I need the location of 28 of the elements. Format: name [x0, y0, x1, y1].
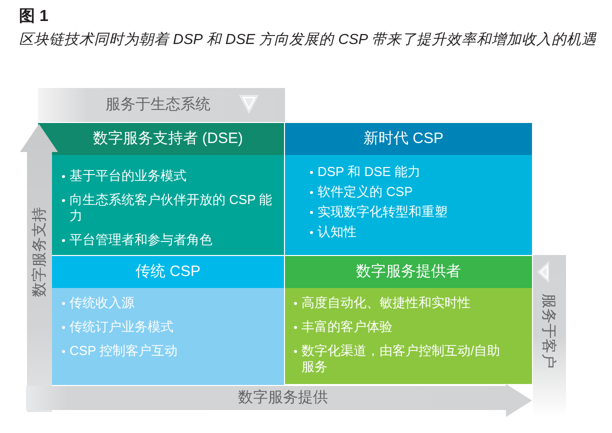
- band-label: 服务于客户: [539, 294, 557, 368]
- quadrant-panel: [285, 256, 532, 384]
- bullet-item: DSP 和 DSE 能力: [310, 164, 522, 180]
- figure-title: 图 1: [19, 7, 48, 27]
- bullet-item: 软件定义的 CSP: [310, 184, 522, 200]
- bullet-item: 平台管理者和参与者角色: [62, 232, 283, 248]
- quadrant-panel: [285, 123, 532, 255]
- panel-heading: 传统 CSP: [52, 256, 284, 288]
- bullet-item: 认知性: [310, 224, 522, 240]
- quadrant-panel: [52, 256, 284, 385]
- panel-heading: 数字服务提供者: [285, 256, 532, 288]
- bullet-item: 丰富的客户体验: [294, 319, 506, 335]
- banner-band: [38, 88, 285, 122]
- panel-heading: 数字服务支持者 (DSE): [38, 123, 284, 155]
- bullet-item: 高度自动化、敏捷性和实时性: [294, 295, 506, 311]
- bullet-item: 数字化渠道，由客户控制互动/自助服务: [294, 343, 506, 375]
- axis-label: 数字服务支持: [30, 207, 48, 297]
- bullet-item: 传统收入源: [62, 295, 274, 311]
- figure-caption: 区块链技术同时为朝着 DSP 和 DSE 方向发展的 CSP 带来了提升效率和增加收入的机遇: [19, 31, 597, 49]
- bullet-item: 基于平台的业务模式: [62, 168, 283, 184]
- bullet-item: CSP 控制客户互动: [62, 343, 274, 359]
- bullet-item: 实现数字化转型和重塑: [310, 204, 522, 220]
- panel-heading: 新时代 CSP: [285, 123, 532, 155]
- bullet-item: 向生态系统客户伙伴开放的 CSP 能力: [62, 192, 283, 224]
- axis-arrow: [26, 384, 532, 417]
- axis-label: 数字服务提供: [238, 389, 328, 407]
- bullet-item: 传统订户业务模式: [62, 319, 274, 335]
- band-label: 服务于生态系统: [106, 96, 210, 114]
